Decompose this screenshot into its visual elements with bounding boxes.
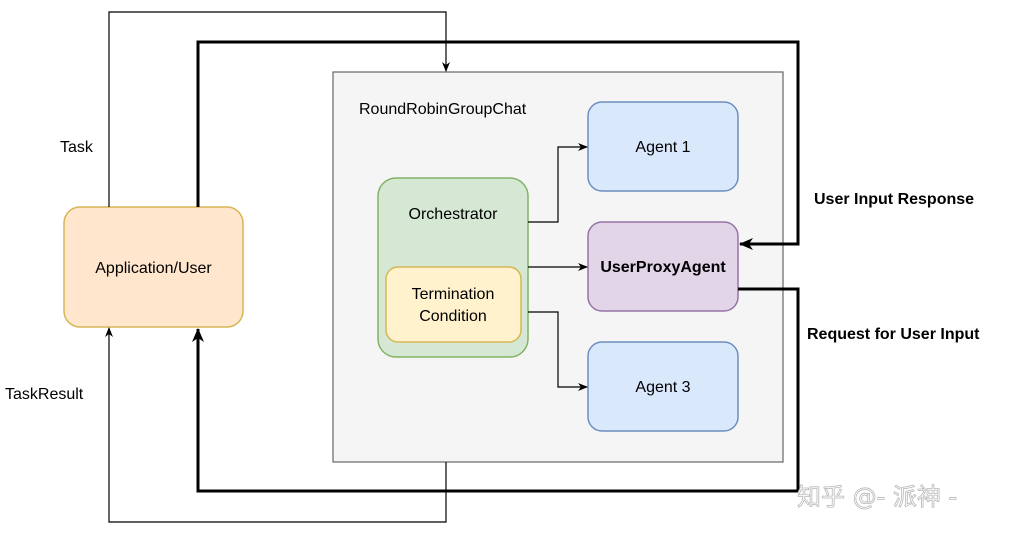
user-input-response-label: User Input Response [814, 191, 974, 208]
termination-label-line2: Condition [419, 308, 487, 325]
task-edge-label: Task [60, 139, 94, 156]
user-proxy-agent-node [587, 221, 739, 312]
agent1-node [587, 101, 739, 192]
user-proxy-agent-label: UserProxyAgent [600, 259, 726, 276]
request-for-user-input-label: Request for User Input [807, 326, 980, 343]
termination-label-line1: Termination [412, 286, 495, 303]
orchestrator-label: Orchestrator [409, 206, 499, 223]
agent1-label: Agent 1 [635, 139, 690, 156]
user-input-response-edge [196, 40, 800, 250]
termination-condition-node [385, 266, 522, 343]
agent3-node [587, 341, 739, 432]
orchestrator-to-agent1-edge [528, 143, 588, 223]
app-user-label: Application/User [95, 260, 212, 277]
task-result-edge-label: TaskResult [5, 386, 84, 403]
request-for-user-input-edge [192, 287, 800, 493]
app-user-node [63, 206, 244, 328]
agent3-label: Agent 3 [635, 379, 690, 396]
watermark: 知乎 @- 派神 - [797, 483, 957, 511]
group-title: RoundRobinGroupChat [359, 101, 527, 118]
orchestrator-to-agent3-edge [528, 311, 588, 391]
